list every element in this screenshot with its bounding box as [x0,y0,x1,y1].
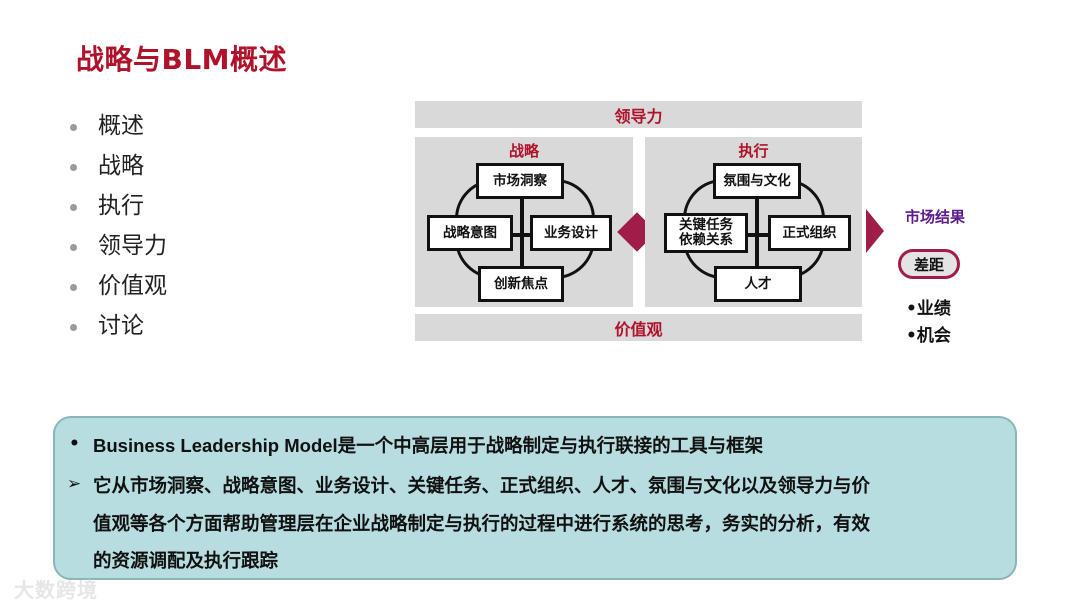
outline-item: 讨论 [68,306,167,346]
slide-title: 战略与BLM概述 [76,43,288,76]
box-talent: 人才 [714,266,802,302]
outline-item: 执行 [68,186,167,226]
info-line-1: Business Leadership Model是一个中高层用于战略制定与执行… [93,435,764,456]
leadership-band: 领导力 [415,101,862,128]
box-strategic-intent: 战略意图 [427,215,513,251]
market-result-title: 市场结果 [905,208,966,226]
info-panel: • Business Leadership Model是一个中高层用于战略制定与… [53,416,1017,580]
critical-tasks-line1: 关键任务 [679,217,733,233]
watermark: 大数跨境 [14,578,98,602]
gap-badge: 差距 [898,249,960,279]
strategy-panel: 战略 市场洞察 战略意图 业务设计 创新焦点 [415,137,633,307]
strategy-cross-v [520,199,524,267]
result-item-opportunity: •机会 [906,326,951,346]
info-line-3: 值观等各个方面帮助管理层在企业战略制定与执行的过程中进行系统的思考，务实的分析，… [93,513,871,534]
result-item-performance: •业绩 [906,299,951,319]
result-arrow [866,209,884,253]
arrow-marker: ➢ [67,474,82,494]
execution-panel: 执行 氛围与文化 关键任务 依赖关系 正式组织 人才 [645,137,862,307]
execution-cross-v [755,199,759,267]
outline-item: 价值观 [68,266,167,306]
values-band: 价值观 [415,314,862,341]
info-line-2: 它从市场洞察、战略意图、业务设计、关键任务、正式组织、人才、氛围与文化以及领导力… [93,475,871,496]
box-business-design: 业务设计 [530,215,612,251]
info-line-4: 的资源调配及执行跟踪 [93,550,279,571]
execution-cross-h [735,233,771,237]
outline-item: 领导力 [68,226,167,266]
outline-item: 战略 [68,146,167,186]
outline-item: 概述 [68,106,167,146]
outline-list: 概述 战略 执行 领导力 价值观 讨论 [68,106,167,346]
bullet-marker: • [69,434,80,454]
execution-label: 执行 [738,142,769,160]
box-critical-tasks: 关键任务 依赖关系 [664,213,748,253]
box-market-insight: 市场洞察 [476,163,564,199]
critical-tasks-line2: 依赖关系 [679,232,733,248]
box-formal-organization: 正式组织 [768,215,851,251]
strategy-cross-h [500,233,536,237]
strategy-label: 战略 [508,142,539,160]
box-innovation-focus: 创新焦点 [478,266,564,302]
box-climate-culture: 氛围与文化 [713,163,801,199]
